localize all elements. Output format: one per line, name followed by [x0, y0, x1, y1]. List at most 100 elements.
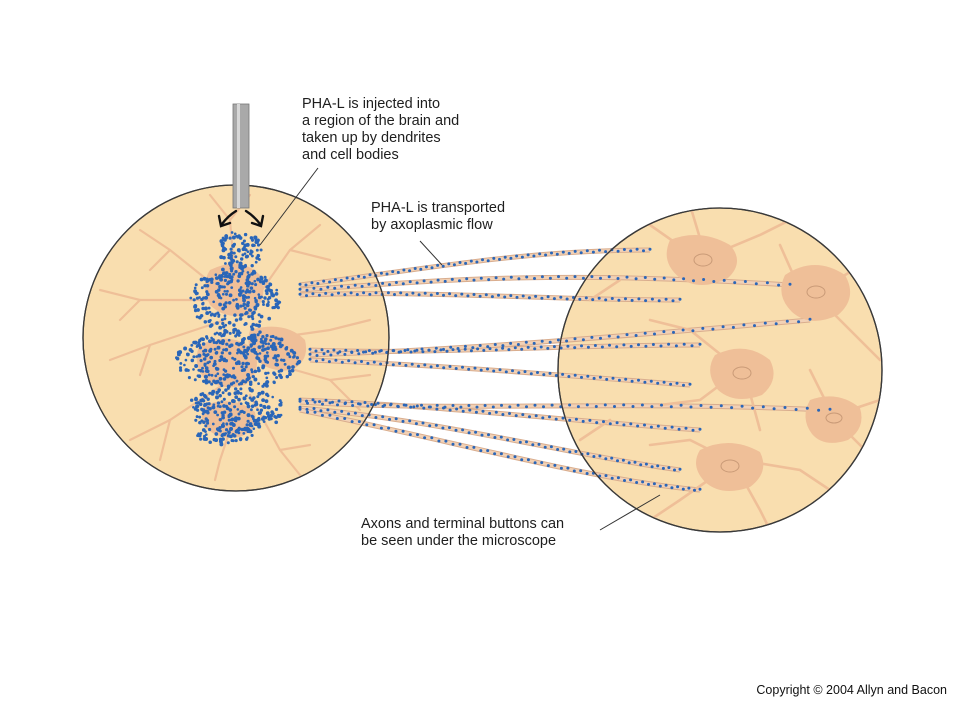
- injection-label-dot: [230, 231, 234, 234]
- axon-label-dot: [631, 405, 635, 408]
- axon-label-dot: [678, 297, 682, 301]
- axon-label-dot: [672, 278, 676, 282]
- injection-label-dot: [263, 296, 267, 300]
- injection-label-dot: [269, 335, 273, 338]
- axon-label-dot: [559, 295, 563, 299]
- injection-label-dot: [228, 236, 232, 240]
- axon-label-dot: [593, 344, 597, 347]
- axon-label-dot: [634, 334, 638, 337]
- axon-label-dot: [328, 280, 332, 284]
- axon-label-dot: [314, 349, 318, 353]
- injection-label-dot: [227, 256, 231, 260]
- axon-label-dot: [514, 414, 518, 418]
- injection-label-dot: [239, 290, 243, 295]
- injection-label-dot: [224, 347, 229, 352]
- axon-label-dot: [591, 250, 595, 254]
- injection-label-dot: [286, 365, 291, 370]
- injection-label-dot: [239, 438, 243, 442]
- axon-label-dot: [461, 365, 464, 369]
- axon-label-dot: [484, 293, 488, 297]
- injection-label-dot: [245, 254, 250, 259]
- axon-label-dot: [343, 402, 347, 406]
- axon-label-dot: [513, 346, 517, 350]
- injection-label-dot: [207, 373, 211, 377]
- injection-label-dot: [229, 254, 233, 258]
- injection-label-dot: [247, 315, 251, 319]
- axon-label-dot: [436, 278, 440, 282]
- injection-label-dot: [229, 427, 233, 431]
- axon-label-dot: [586, 374, 590, 378]
- injection-label-dot: [199, 398, 204, 403]
- axon-label-dot: [544, 253, 548, 257]
- axon-label-dot: [616, 459, 619, 463]
- axon-label-dot: [355, 293, 359, 296]
- axon-label-dot: [423, 291, 427, 295]
- injection-label-dot: [218, 302, 222, 307]
- axon-label-dot: [493, 343, 497, 346]
- axon-label-dot: [624, 297, 627, 301]
- axon-label-dot: [458, 261, 462, 264]
- axon-label-dot: [479, 449, 483, 453]
- axon-label-dot: [486, 367, 489, 371]
- axon-label-dot: [490, 295, 494, 299]
- axon-label-dot: [326, 408, 330, 412]
- axon-label-dot: [512, 438, 516, 441]
- axon-label-dot: [642, 249, 645, 253]
- axon-label-dot: [427, 405, 431, 409]
- injection-label-dot: [241, 241, 245, 246]
- axon-label-dot: [401, 282, 405, 286]
- injection-label-dot: [259, 314, 264, 319]
- axon-label-dot: [334, 358, 338, 362]
- axon-label-dot: [308, 352, 312, 356]
- injection-label-dot: [267, 300, 270, 304]
- axon-label-dot: [322, 352, 326, 356]
- axon-label-dot: [310, 281, 314, 285]
- injection-label-dot: [211, 389, 216, 394]
- axon-label-dot: [507, 348, 511, 352]
- injection-label-dot: [258, 359, 262, 363]
- axon-label-dot: [333, 410, 337, 414]
- axon-label-dot: [429, 365, 433, 369]
- axon-label-dot: [350, 400, 354, 404]
- axon-label-dot: [540, 275, 544, 279]
- axon-label-dot: [540, 461, 544, 465]
- axon-label-dot: [353, 411, 357, 415]
- axon-label-dot: [573, 337, 577, 341]
- axon-label-dot: [401, 419, 405, 423]
- injection-label-dot: [221, 415, 225, 420]
- axon-label-dot: [474, 430, 478, 434]
- injection-label-dot: [261, 384, 265, 388]
- axon-label-dot: [659, 344, 663, 348]
- injection-label-dot: [224, 329, 229, 334]
- injection-label-dot: [235, 379, 239, 383]
- axon-label-dot: [336, 351, 340, 355]
- injection-label-dot: [224, 273, 228, 277]
- injection-label-dot: [230, 417, 235, 422]
- axon-label-dot: [473, 366, 477, 370]
- axon-label-dot: [576, 405, 580, 409]
- axon-label-dot: [772, 407, 776, 411]
- axon-label-dot: [546, 346, 550, 350]
- axon-label-dot: [379, 426, 383, 430]
- axon-label-dot: [548, 415, 551, 419]
- axon-label-dot: [604, 474, 608, 478]
- axon-label-dot: [611, 376, 615, 380]
- axon-label-dot: [525, 405, 528, 409]
- injection-label-dot: [237, 431, 241, 435]
- injection-label-dot: [223, 317, 227, 321]
- injection-label-dot: [204, 366, 209, 370]
- injection-label-dot: [199, 437, 203, 441]
- axon-label-dot: [556, 338, 560, 342]
- axon-label-dot: [449, 345, 453, 349]
- injection-label-dot: [208, 427, 212, 432]
- injection-label-dot: [261, 344, 265, 348]
- injection-label-dot: [254, 350, 258, 355]
- axon-label-dot: [580, 375, 583, 379]
- injection-label-dot: [230, 269, 234, 273]
- axon-label-dot: [648, 247, 652, 251]
- injection-label-dot: [199, 432, 203, 435]
- axon-label-dot: [598, 375, 602, 379]
- injection-label-dot: [206, 361, 210, 365]
- injection-label-dot: [250, 397, 255, 402]
- axon-label-dot: [456, 347, 460, 350]
